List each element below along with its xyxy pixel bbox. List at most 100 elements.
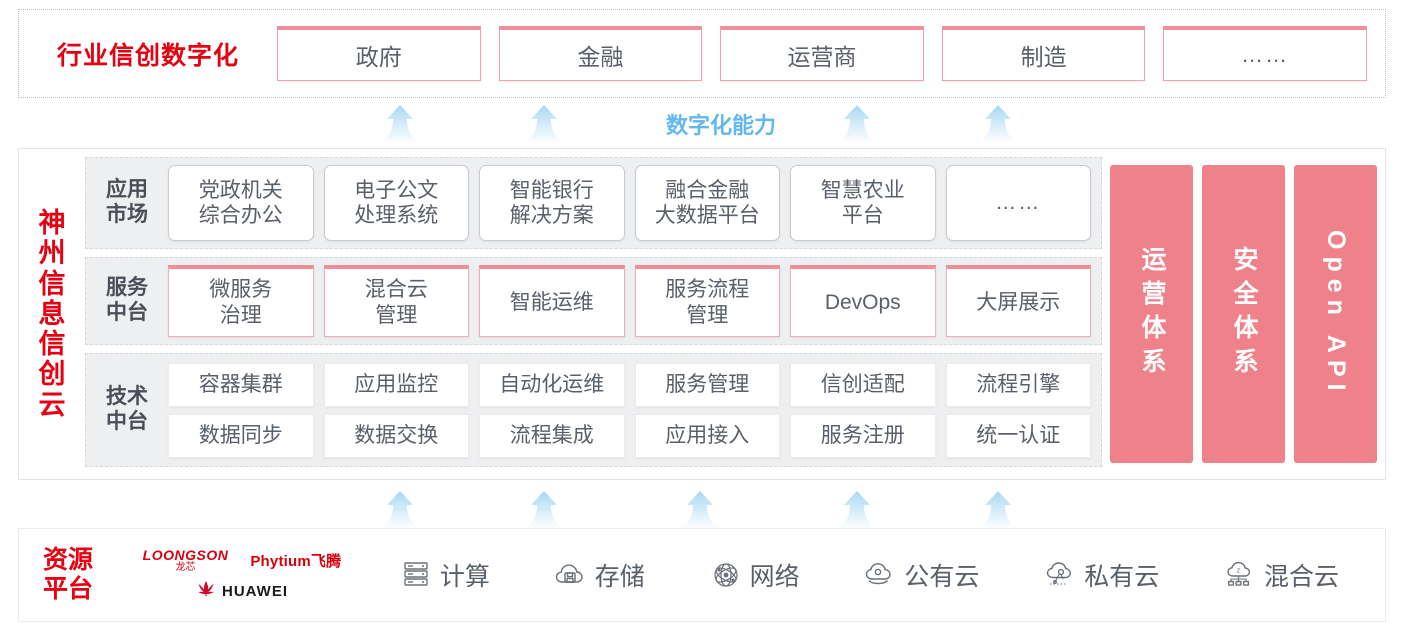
cloud-title-char: 州 bbox=[38, 238, 66, 269]
tech-card-xinchuang-adapt[interactable]: 信创适配 bbox=[790, 362, 936, 407]
resource-item-list: 计算 存储 bbox=[367, 557, 1385, 593]
pillar-open-api[interactable]: Open API bbox=[1294, 165, 1377, 463]
cloud-content: 应用 市场 党政机关综合办公 电子公文处理系统 智能银行解决方案 融合金融大数据… bbox=[85, 149, 1385, 479]
resource-item-compute[interactable]: 计算 bbox=[399, 557, 490, 593]
row-label-line: 市场 bbox=[106, 203, 148, 226]
resource-item-hybrid-cloud[interactable]: z 混合云 bbox=[1223, 557, 1339, 593]
resource-item-network[interactable]: 网络 bbox=[709, 557, 800, 593]
app-card-smart-agriculture[interactable]: 智慧农业平台 bbox=[790, 165, 936, 241]
service-platform-cards: 微服务治理 混合云管理 智能运维 服务流程管理 DevOps 大屏展示 bbox=[168, 265, 1091, 337]
vendor-logo-group: LOONGSON 龙芯 Phytium飞腾 HUAWEI bbox=[117, 548, 367, 602]
resource-item-label: 计算 bbox=[439, 563, 490, 591]
pillar-operations-system[interactable]: 运营体系 bbox=[1110, 165, 1193, 463]
up-arrow-icon bbox=[975, 104, 1021, 144]
pillar-label: 运营体系 bbox=[1138, 246, 1166, 382]
cloud-storage-icon bbox=[554, 558, 588, 592]
tech-card-auto-ops[interactable]: 自动化运维 bbox=[479, 362, 625, 407]
row-tech-platform: 技术 中台 容器集群 应用监控 自动化运维 服务管理 信创适配 流程引擎 bbox=[85, 353, 1102, 467]
loongson-logo-cn: 龙芯 bbox=[175, 562, 196, 573]
row-service-platform: 服务 中台 微服务治理 混合云管理 智能运维 服务流程管理 DevOps 大屏展… bbox=[85, 257, 1102, 345]
resource-item-label: 网络 bbox=[749, 563, 800, 591]
service-card-microservice-governance[interactable]: 微服务治理 bbox=[168, 265, 314, 337]
tech-card-data-sync[interactable]: 数据同步 bbox=[168, 413, 314, 458]
app-card-smart-bank[interactable]: 智能银行解决方案 bbox=[479, 165, 625, 241]
cloud-row-stack: 应用 市场 党政机关综合办公 电子公文处理系统 智能银行解决方案 融合金融大数据… bbox=[85, 157, 1102, 471]
huawei-logo: HUAWEI bbox=[196, 580, 288, 602]
resource-platform-band: 资源 平台 LOONGSON 龙芯 Phytium飞腾 bbox=[18, 528, 1386, 622]
row-label-service-platform: 服务 中台 bbox=[96, 276, 158, 326]
tech-card-container-cluster[interactable]: 容器集群 bbox=[168, 362, 314, 407]
cloud-title-char: 信 bbox=[38, 268, 66, 299]
service-card-process-mgmt[interactable]: 服务流程管理 bbox=[634, 265, 780, 337]
row-label-line: 中台 bbox=[106, 301, 148, 324]
industry-band: 行业信创数字化 政府 金融 运营商 制造 …… bbox=[18, 9, 1386, 98]
cloud-platform-title: 神 州 信 息 信 创 云 bbox=[19, 149, 85, 479]
app-card-gov-office[interactable]: 党政机关综合办公 bbox=[168, 165, 314, 241]
app-card-more[interactable]: …… bbox=[945, 165, 1091, 241]
capability-label: 数字化能力 bbox=[665, 113, 776, 138]
industry-card-list: 政府 金融 运营商 制造 …… bbox=[277, 26, 1385, 81]
up-arrow-icon bbox=[834, 104, 880, 144]
resource-item-private-cloud[interactable]: 私有云 bbox=[1043, 557, 1159, 593]
tech-card-row-2: 数据同步 数据交换 流程集成 应用接入 服务注册 统一认证 bbox=[168, 413, 1091, 458]
up-arrow-icon bbox=[975, 490, 1021, 530]
row-label-line: 应用 bbox=[106, 178, 148, 202]
cloud-title-char: 息 bbox=[38, 298, 66, 329]
industry-card-government[interactable]: 政府 bbox=[277, 26, 481, 81]
huawei-logo-text: HUAWEI bbox=[222, 582, 288, 600]
network-mesh-icon bbox=[709, 558, 743, 592]
app-card-e-document[interactable]: 电子公文处理系统 bbox=[323, 165, 469, 241]
public-cloud-icon bbox=[863, 558, 897, 592]
tech-card-app-access[interactable]: 应用接入 bbox=[634, 413, 780, 458]
vendor-logo-row-2: HUAWEI bbox=[196, 580, 288, 602]
cloud-title-char: 创 bbox=[38, 359, 66, 390]
tech-card-process-integration[interactable]: 流程集成 bbox=[479, 413, 625, 458]
tech-card-service-registry[interactable]: 服务注册 bbox=[790, 413, 936, 458]
tech-platform-cards: 容器集群 应用监控 自动化运维 服务管理 信创适配 流程引擎 数据同步 数据交换… bbox=[168, 362, 1091, 458]
up-arrow-icon bbox=[521, 490, 567, 530]
resource-arrow-band-bottom bbox=[0, 486, 1402, 530]
industry-card-more[interactable]: …… bbox=[1163, 26, 1367, 81]
service-card-hybrid-cloud-mgmt[interactable]: 混合云管理 bbox=[323, 265, 469, 337]
tech-card-process-engine[interactable]: 流程引擎 bbox=[945, 362, 1091, 407]
pillar-security-system[interactable]: 安全体系 bbox=[1202, 165, 1285, 463]
industry-card-telecom[interactable]: 运营商 bbox=[720, 26, 924, 81]
private-cloud-icon bbox=[1043, 558, 1077, 592]
loongson-logo: LOONGSON 龙芯 bbox=[143, 548, 229, 573]
loongson-logo-text: LOONGSON bbox=[142, 547, 229, 563]
resource-item-label: 存储 bbox=[594, 563, 645, 591]
row-label-line: 技术 bbox=[106, 385, 148, 409]
pillar-label: Open API bbox=[1322, 230, 1350, 398]
capability-arrow-band-top: 数字化能力 bbox=[0, 100, 1402, 144]
vendor-logo-row-1: LOONGSON 龙芯 Phytium飞腾 bbox=[143, 548, 342, 573]
up-arrow-icon bbox=[834, 490, 880, 530]
resource-item-label: 混合云 bbox=[1264, 563, 1340, 591]
app-market-cards: 党政机关综合办公 电子公文处理系统 智能银行解决方案 融合金融大数据平台 智慧农… bbox=[168, 165, 1091, 241]
row-label-tech-platform: 技术 中台 bbox=[96, 385, 158, 435]
resource-item-public-cloud[interactable]: 公有云 bbox=[863, 557, 979, 593]
pillar-label: 安全体系 bbox=[1230, 246, 1258, 382]
app-card-finance-bigdata[interactable]: 融合金融大数据平台 bbox=[634, 165, 780, 241]
resource-item-storage[interactable]: 存储 bbox=[554, 557, 645, 593]
tech-card-service-mgmt[interactable]: 服务管理 bbox=[634, 362, 780, 407]
tech-card-unified-auth[interactable]: 统一认证 bbox=[945, 413, 1091, 458]
industry-band-title: 行业信创数字化 bbox=[56, 41, 239, 70]
server-icon bbox=[399, 558, 433, 592]
industry-card-finance[interactable]: 金融 bbox=[498, 26, 703, 81]
cloud-platform-box: 神 州 信 息 信 创 云 应用 市场 党政机关综合办公 电子公文处理系统 bbox=[18, 148, 1386, 480]
cloud-title-char: 神 bbox=[38, 208, 66, 239]
hybrid-cloud-icon: z bbox=[1223, 558, 1257, 592]
up-arrow-icon bbox=[377, 104, 423, 144]
tech-card-data-exchange[interactable]: 数据交换 bbox=[323, 413, 469, 458]
row-app-market: 应用 市场 党政机关综合办公 电子公文处理系统 智能银行解决方案 融合金融大数据… bbox=[85, 157, 1102, 249]
tech-card-row-1: 容器集群 应用监控 自动化运维 服务管理 信创适配 流程引擎 bbox=[168, 362, 1091, 407]
up-arrow-icon bbox=[677, 490, 723, 530]
tech-card-app-monitoring[interactable]: 应用监控 bbox=[323, 362, 469, 407]
service-card-smart-ops[interactable]: 智能运维 bbox=[479, 265, 625, 337]
huawei-flower-icon bbox=[196, 580, 216, 602]
industry-card-manufacturing[interactable]: 制造 bbox=[941, 26, 1146, 81]
resource-title-line: 资源 bbox=[42, 545, 93, 574]
service-card-devops[interactable]: DevOps bbox=[790, 265, 936, 337]
service-card-dashboard[interactable]: 大屏展示 bbox=[945, 265, 1091, 337]
